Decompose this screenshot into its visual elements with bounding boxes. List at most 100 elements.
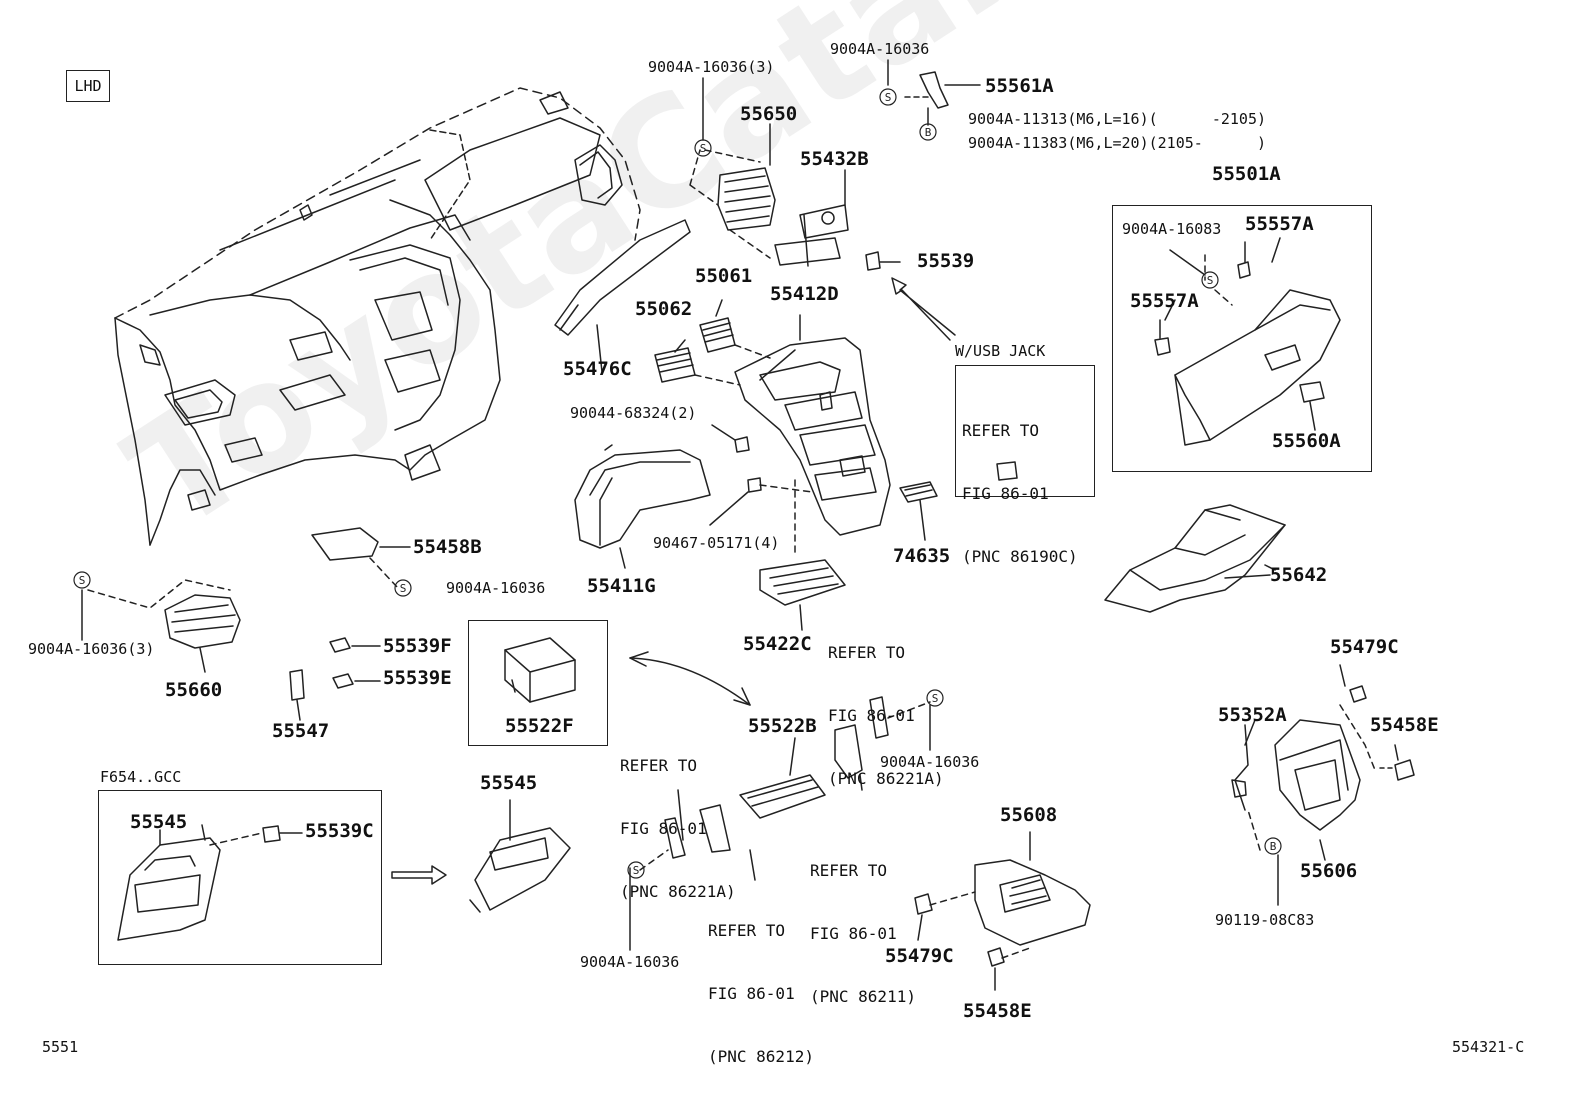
part-55411G-drawing	[574, 444, 711, 569]
callout-9004A-16036-3-left: 9004A-16036(3)	[28, 640, 155, 658]
callout-55539: 55539	[917, 250, 975, 272]
callout-74635: 74635	[893, 545, 951, 567]
part-55642-drawing	[1104, 504, 1286, 613]
footer-right-code: 554321-C	[1452, 1038, 1525, 1056]
part-55545-drawing	[469, 799, 571, 913]
callout-55608: 55608	[1000, 804, 1058, 826]
svg-text:B: B	[1270, 840, 1277, 853]
usb-jack-drawing	[996, 461, 1018, 481]
callout-55545: 55545	[480, 772, 538, 794]
screw-b-icon	[919, 123, 937, 141]
frame-usb-jack	[955, 365, 1095, 497]
svg-text:S: S	[932, 692, 939, 705]
ref-line: REFER TO	[828, 643, 906, 662]
callout-55557A-left: 55557A	[1130, 290, 1199, 312]
callout-55458E-bottom: 55458E	[963, 1000, 1032, 1022]
callout-55539C: 55539C	[305, 820, 374, 842]
ref-line: FIG 86-01	[828, 706, 915, 725]
svg-text:B: B	[925, 126, 932, 139]
callout-55557A-right: 55557A	[1245, 213, 1314, 235]
part-55606-drawing	[1231, 685, 1415, 906]
callout-55539E: 55539E	[383, 667, 452, 689]
refer-86211: REFER TO FIG 86-01 (PNC 86211)	[810, 818, 916, 1049]
callout-90467-05171: 90467-05171(4)	[653, 534, 780, 552]
screw-b-icon	[1264, 837, 1282, 855]
leader-lines	[81, 77, 1399, 951]
arrow-head-left	[629, 651, 649, 667]
callout-55458E-right: 55458E	[1370, 714, 1439, 736]
part-55501A-drawing	[1154, 241, 1341, 446]
ref-line: REFER TO	[620, 756, 698, 775]
callout-55432B: 55432B	[800, 148, 869, 170]
usb-arrow	[891, 277, 956, 341]
callout-55479C-right: 55479C	[1330, 636, 1399, 658]
callout-9004A-16036-bottom: 9004A-16036	[580, 953, 680, 971]
screw-letters: S S B S S S S S B	[79, 91, 1277, 877]
callout-55660: 55660	[165, 679, 223, 701]
callout-55642: 55642	[1270, 564, 1328, 586]
screw-markers	[73, 88, 1282, 879]
small-clips-drawing	[709, 424, 813, 556]
part-55660-drawing	[87, 579, 241, 673]
screw-s-icon	[73, 571, 91, 589]
part-55061-55062-drawing	[654, 299, 771, 386]
callout-55352A: 55352A	[1218, 704, 1287, 726]
svg-text:S: S	[79, 574, 86, 587]
callout-55061: 55061	[695, 265, 753, 287]
arrow-head-right	[733, 687, 751, 706]
callout-55522F: 55522F	[505, 715, 574, 737]
callout-55522B: 55522B	[748, 715, 817, 737]
ref-line: (PNC 86212)	[708, 1047, 814, 1066]
ref-line: (PNC 86221A)	[828, 769, 944, 788]
callout-9004A-16083: 9004A-16083	[1122, 220, 1222, 238]
screw-s-icon	[1201, 271, 1219, 289]
screw-s-icon	[394, 579, 412, 597]
callout-55561A: 55561A	[985, 75, 1054, 97]
screw-s-icon	[926, 689, 944, 707]
svg-text:S: S	[885, 91, 892, 104]
callout-55412D: 55412D	[770, 283, 839, 305]
small-caps-drawing	[289, 637, 381, 721]
callout-55560A: 55560A	[1272, 430, 1341, 452]
part-55650-drawing	[689, 149, 776, 259]
refer-86221A-lower: REFER TO FIG 86-01 (PNC 86221A)	[620, 713, 736, 944]
callout-55458B: 55458B	[413, 536, 482, 558]
callout-9004A-11383: 9004A-11383(M6,L=20)(2105- )	[968, 134, 1267, 152]
part-55412D-drawing	[734, 314, 891, 536]
ref-line: FIG 86-01	[620, 819, 707, 838]
callout-55476C: 55476C	[563, 358, 632, 380]
part-55608-drawing	[914, 831, 1091, 991]
instrument-panel-drawing	[114, 87, 641, 546]
svg-text:S: S	[1207, 274, 1214, 287]
part-74635-drawing	[899, 481, 938, 541]
callout-f654-gcc: F654..GCC	[100, 768, 182, 786]
part-55422C-drawing	[759, 559, 846, 631]
frame-55522F	[468, 620, 608, 746]
screw-s-icon	[879, 88, 897, 106]
svg-text:S: S	[400, 582, 407, 595]
callout-9004A-16036-3-top: 9004A-16036(3)	[648, 58, 775, 76]
double-arrow	[629, 657, 751, 706]
screw-s-icon	[694, 139, 712, 157]
screw-s-icon	[627, 861, 645, 879]
ref-line: REFER TO	[708, 921, 786, 940]
callout-55062: 55062	[635, 298, 693, 320]
callout-55539F: 55539F	[383, 635, 452, 657]
frame-55501A	[1112, 205, 1372, 472]
part-55432B-drawing	[774, 204, 901, 271]
ref-line: (PNC 86221A)	[620, 882, 736, 901]
part-55476C-drawing	[554, 219, 691, 373]
ref-line: (PNC 86190C)	[962, 547, 1078, 566]
refer-86212: REFER TO FIG 86-01 (PNC 86212)	[708, 878, 814, 1099]
ref-line: (PNC 86211)	[810, 987, 916, 1006]
callout-9004A-16036-r: 9004A-16036	[880, 753, 980, 771]
callout-55501A: 55501A	[1212, 163, 1281, 185]
callout-55411G: 55411G	[587, 575, 656, 597]
refer-86221A-upper: REFER TO FIG 86-01 (PNC 86221A)	[828, 600, 944, 831]
callout-55650: 55650	[740, 103, 798, 125]
lhd-tag: LHD	[66, 70, 110, 102]
svg-text:S: S	[633, 864, 640, 877]
callout-55606: 55606	[1300, 860, 1358, 882]
ref-line: FIG 86-01	[708, 984, 795, 1003]
